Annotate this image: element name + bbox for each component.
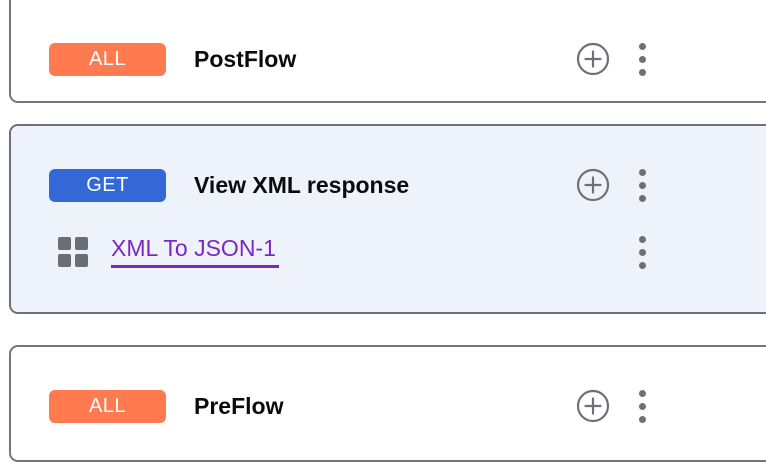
flow-title-postflow: PostFlow: [194, 45, 297, 72]
flow-row-view-xml-response[interactable]: GET View XML response: [11, 157, 766, 213]
grid-square: [75, 237, 88, 250]
kebab-dot: [638, 402, 646, 410]
grid-square: [58, 237, 71, 250]
kebab-dot: [638, 68, 646, 76]
flow-actions-view-xml-response: [576, 168, 653, 202]
kebab-dot: [638, 248, 646, 256]
kebab-menu-icon[interactable]: [631, 235, 653, 269]
flow-title-preflow: PreFlow: [194, 392, 284, 419]
flow-card-view-xml-response[interactable]: GET View XML response: [9, 124, 766, 314]
kebab-dot: [638, 55, 646, 63]
method-badge-all: ALL: [49, 42, 166, 76]
kebab-dot: [638, 261, 646, 269]
grid-square: [58, 254, 71, 267]
policy-row-xml-to-json-1[interactable]: XML To JSON-1: [11, 224, 766, 280]
flow-title-view-xml-response: View XML response: [194, 171, 410, 198]
kebab-menu-icon[interactable]: [631, 168, 653, 202]
plus-circle-icon[interactable]: [576, 168, 610, 202]
plus-circle-icon[interactable]: [576, 42, 610, 76]
flow-row-preflow[interactable]: ALL PreFlow: [11, 378, 766, 434]
grid-square: [75, 254, 88, 267]
kebab-menu-icon[interactable]: [631, 42, 653, 76]
kebab-menu-icon[interactable]: [631, 389, 653, 423]
kebab-dot: [638, 194, 646, 202]
kebab-dot: [638, 181, 646, 189]
flow-row-postflow[interactable]: ALL PostFlow: [11, 31, 766, 87]
flow-actions-preflow: [576, 389, 653, 423]
flow-card-preflow[interactable]: ALL PreFlow: [9, 345, 766, 462]
flow-actions-postflow: [576, 42, 653, 76]
method-badge-get: GET: [49, 168, 166, 202]
flow-list: ALL PostFlow GET: [9, 0, 766, 462]
kebab-dot: [638, 168, 646, 176]
kebab-dot: [638, 235, 646, 243]
flow-card-postflow[interactable]: ALL PostFlow: [9, 0, 766, 103]
policy-actions-xml-to-json-1: [631, 235, 653, 269]
kebab-dot: [638, 42, 646, 50]
plus-circle-icon[interactable]: [576, 389, 610, 423]
kebab-dot: [638, 389, 646, 397]
policy-link-xml-to-json-1[interactable]: XML To JSON-1: [111, 236, 279, 268]
method-badge-all: ALL: [49, 389, 166, 423]
kebab-dot: [638, 415, 646, 423]
policy-grid-icon: [58, 237, 88, 267]
